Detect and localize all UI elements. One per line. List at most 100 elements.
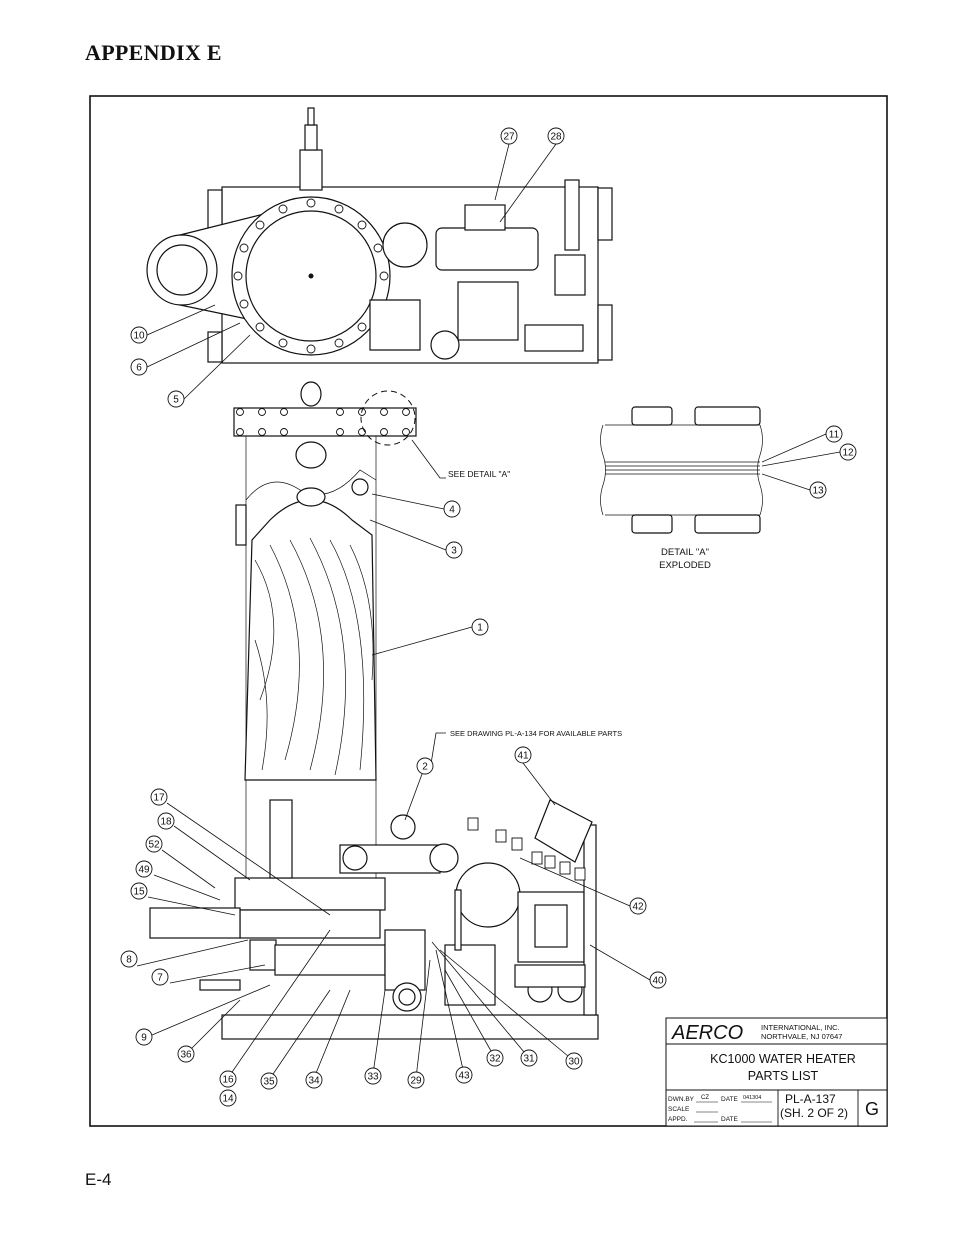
company-line1: INTERNATIONAL, INC.	[761, 1023, 840, 1032]
callout-number: 10	[133, 331, 145, 342]
dwn-by-label: DWN.BY	[668, 1096, 695, 1103]
callout-number: 29	[410, 1076, 422, 1087]
callout-42: 42	[629, 897, 647, 915]
callout-2: 2	[416, 757, 434, 775]
dwn-by-value: CZ	[701, 1095, 709, 1101]
callout-number: 6	[136, 363, 142, 374]
callout-number: 15	[133, 887, 145, 898]
callout-34: 34	[305, 1071, 323, 1089]
callout-9: 9	[135, 1028, 153, 1046]
callout-number: 43	[458, 1071, 470, 1082]
detail-a-view: DETAIL "A" EXPLODED	[600, 406, 763, 571]
callout-6: 6	[130, 358, 148, 376]
callout-18: 18	[157, 812, 175, 830]
callout-number: 11	[829, 430, 840, 441]
aerco-logo: AERCO	[671, 1022, 743, 1044]
callout-number: 49	[138, 865, 150, 876]
detail-label-line1: DETAIL "A"	[661, 547, 709, 558]
drawing-title-line2: PARTS LIST	[748, 1069, 819, 1083]
callout-number: 30	[568, 1057, 580, 1068]
callout-number: 5	[173, 395, 179, 406]
callout-number: 16	[222, 1075, 234, 1086]
callout-43: 43	[455, 1066, 473, 1084]
callout-number: 33	[367, 1072, 379, 1083]
callout-15: 15	[130, 882, 148, 900]
callout-number: 35	[263, 1077, 275, 1088]
drawing-number: PL-A-137	[785, 1092, 836, 1106]
leader-lines	[136, 143, 841, 1081]
callout-number: 36	[180, 1050, 192, 1061]
callout-49: 49	[135, 860, 153, 878]
callout-30: 30	[565, 1052, 583, 1070]
company-line2: NORTHVALE, NJ 07647	[761, 1032, 842, 1041]
drawing-title-line1: KC1000 WATER HEATER	[710, 1052, 856, 1066]
callout-32: 32	[486, 1049, 504, 1067]
appd-label: APPD.	[668, 1116, 688, 1123]
callout-number: 18	[160, 817, 172, 828]
callout-40: 40	[649, 971, 667, 989]
callout-29: 29	[407, 1071, 425, 1089]
callout-13: 13	[809, 481, 827, 499]
callout-number: 2	[422, 762, 428, 773]
revision-letter: G	[865, 1099, 879, 1119]
callout-33: 33	[364, 1067, 382, 1085]
scale-label: SCALE	[668, 1106, 690, 1113]
sheet-number: (SH. 2 OF 2)	[780, 1106, 848, 1120]
callout-12: 12	[839, 443, 857, 461]
callout-number: 13	[812, 486, 824, 497]
callout-28: 28	[547, 127, 565, 145]
callout-number: 17	[153, 793, 165, 804]
callout-1: 1	[471, 618, 489, 636]
callout-number: 40	[652, 976, 664, 987]
callout-16: 16	[219, 1070, 237, 1088]
callout-8: 8	[120, 950, 138, 968]
callout-27: 27	[500, 127, 518, 145]
callout-number: 32	[489, 1054, 501, 1065]
callout-number: 14	[222, 1094, 234, 1105]
side-view	[149, 381, 599, 1040]
callout-14: 14	[219, 1089, 237, 1107]
connectors	[467, 817, 586, 881]
callout-31: 31	[520, 1049, 538, 1067]
callout-number: 1	[477, 623, 483, 634]
detail-label-line2: EXPLODED	[659, 560, 711, 571]
callout-number: 41	[517, 751, 529, 762]
callout-number: 7	[157, 973, 163, 984]
callout-36: 36	[177, 1045, 195, 1063]
callout-10: 10	[130, 326, 148, 344]
callout-11: 11	[825, 425, 843, 443]
coil-hatching	[254, 537, 374, 776]
callout-number: 27	[503, 132, 515, 143]
title-block: AERCO INTERNATIONAL, INC. NORTHVALE, NJ …	[665, 1017, 888, 1127]
callout-number: 31	[523, 1054, 535, 1065]
callout-3: 3	[445, 541, 463, 559]
see-detail-note: SEE DETAIL "A"	[448, 469, 510, 479]
callout-number: 8	[126, 955, 132, 966]
callout-number: 4	[449, 505, 455, 516]
see-drawing-note: SEE DRAWING PL-A-134 FOR AVAILABLE PARTS	[450, 729, 622, 738]
top-flange-bolts	[236, 408, 410, 436]
callout-number: 34	[308, 1076, 320, 1087]
date-value: 041304	[743, 1095, 761, 1101]
callout-35: 35	[260, 1072, 278, 1090]
page-number: E-4	[85, 1170, 112, 1189]
page-heading: APPENDIX E	[85, 40, 222, 65]
callouts: 27 28 10 6 5 11 12 13 4 3 1 2 41 17 18 5…	[120, 127, 857, 1107]
callout-number: 12	[842, 448, 854, 459]
callout-number: 3	[451, 546, 457, 557]
callout-number: 9	[141, 1033, 147, 1044]
callout-41: 41	[514, 746, 532, 764]
drawing-frame	[89, 95, 888, 1127]
callout-7: 7	[151, 968, 169, 986]
top-view	[146, 107, 613, 364]
callout-number: 28	[550, 132, 562, 143]
callout-number: 52	[148, 840, 160, 851]
detail-a-marker	[360, 390, 416, 446]
flange-bolts	[233, 198, 389, 354]
callout-5: 5	[167, 390, 185, 408]
callout-17: 17	[150, 788, 168, 806]
callout-number: 42	[632, 902, 644, 913]
callout-4: 4	[443, 500, 461, 518]
date-label: DATE	[721, 1096, 739, 1103]
